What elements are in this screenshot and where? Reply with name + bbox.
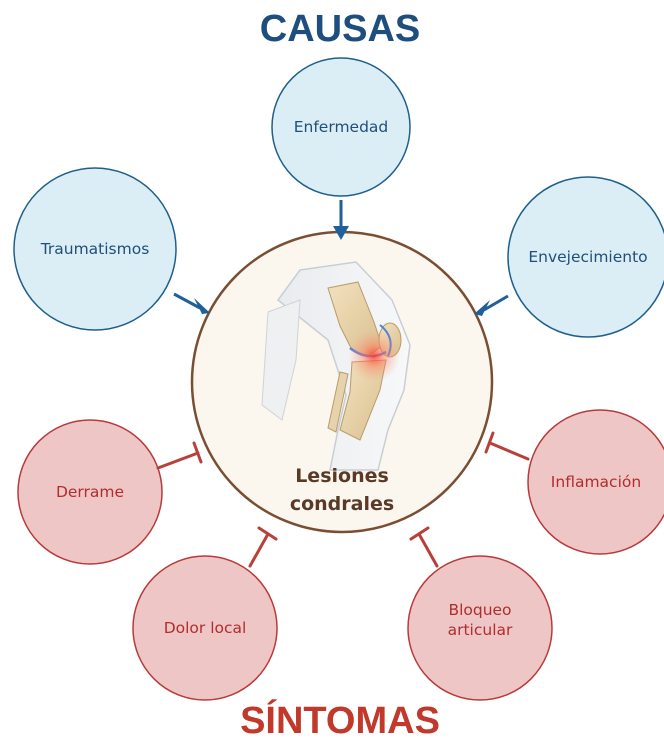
symptom-label: Dolor local: [164, 619, 247, 637]
cause-node-envejecimiento: Envejecimiento: [508, 177, 664, 337]
symptom-label: Inflamación: [551, 473, 641, 491]
cause-node-enfermedad: Enfermedad: [272, 58, 410, 196]
inhibit-derrame: [158, 443, 201, 468]
causes-heading: CAUSAS: [260, 8, 420, 50]
symptom-label: Derrame: [56, 483, 124, 501]
symptom-node-inflamacion: Inflamación: [528, 410, 664, 554]
symptom-node-dolor-local: Dolor local: [133, 556, 277, 700]
inhibit-inflamacion: [486, 433, 528, 459]
symptom-node-derrame: Derrame: [18, 420, 162, 564]
symptoms-heading: SÍNTOMAS: [240, 698, 440, 740]
center-label-line1: Lesiones: [295, 465, 389, 487]
symptom-node-bloqueo: Bloqueo articular: [408, 556, 552, 700]
pain-glow: [348, 330, 400, 382]
arrow-envejecimiento: [474, 296, 508, 316]
arrow-traumatismos: [174, 294, 210, 314]
symptom-label: Bloqueo articular: [435, 600, 525, 640]
cause-label: Enfermedad: [294, 118, 389, 136]
center-label-line2: condrales: [290, 493, 394, 515]
cause-node-traumatismos: Traumatismos: [14, 168, 176, 330]
cause-label: Envejecimiento: [528, 248, 647, 266]
inhibit-dolor-local: [250, 528, 276, 566]
center-node: Lesiones condrales: [192, 232, 492, 532]
cause-label: Traumatismos: [40, 240, 150, 258]
inhibit-bloqueo: [411, 528, 437, 566]
